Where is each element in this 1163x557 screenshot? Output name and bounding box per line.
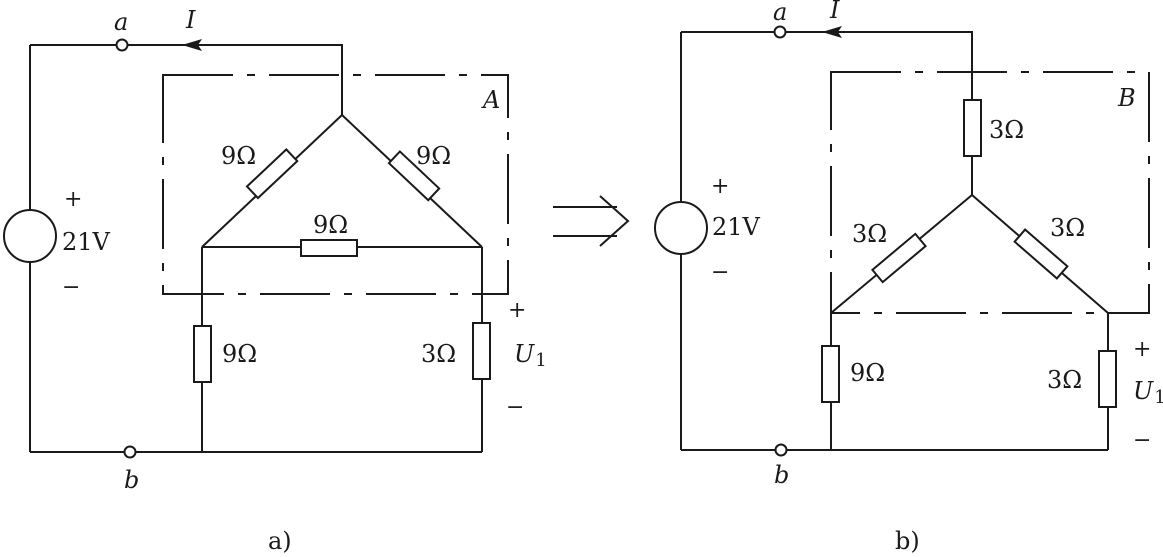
current-arrow-a bbox=[182, 39, 202, 51]
terminal-label-b: b bbox=[124, 466, 139, 494]
network-box-b bbox=[830, 71, 1150, 314]
terminal-node-b-b bbox=[774, 443, 788, 457]
u1-symbol-a: U bbox=[514, 340, 535, 368]
network-label-a: A bbox=[481, 86, 500, 114]
terminal-node-a bbox=[115, 38, 129, 52]
u1-subscript-b: 1 bbox=[1154, 387, 1163, 408]
u1-plus-a: + bbox=[508, 298, 526, 323]
double-right-arrow-icon bbox=[553, 195, 630, 247]
resistor-star-left bbox=[870, 232, 928, 284]
current-label-a: I bbox=[185, 6, 196, 34]
star-right-label: 3Ω bbox=[1050, 214, 1085, 242]
caption-b: b) bbox=[895, 527, 920, 555]
network-label-b: B bbox=[1117, 84, 1136, 112]
circuit-b: a I B + 21V − 3Ω 3Ω 3Ω 9Ω 3Ω + U1 − b b) bbox=[654, 0, 1163, 555]
delta-bottom-label: 9Ω bbox=[313, 211, 348, 239]
terminal-label-b-b: b bbox=[774, 461, 789, 489]
voltage-source-b bbox=[654, 201, 708, 255]
voltage-source-a bbox=[3, 209, 57, 263]
resistor-a-left bbox=[193, 325, 212, 383]
source-value-a: 21V bbox=[62, 228, 111, 256]
wire-a-top bbox=[30, 44, 343, 115]
star-left-label: 3Ω bbox=[852, 220, 887, 248]
source-plus-b: + bbox=[711, 174, 729, 199]
resistor-a-right bbox=[472, 322, 491, 380]
caption-a: a) bbox=[268, 527, 292, 555]
current-arrow-b bbox=[822, 26, 842, 38]
resistor-b-left-label: 9Ω bbox=[850, 359, 885, 387]
source-minus-b: − bbox=[711, 260, 729, 285]
current-label-b: I bbox=[829, 0, 840, 24]
resistor-b-left bbox=[821, 345, 840, 403]
network-box-a bbox=[162, 74, 509, 295]
terminal-node-b bbox=[123, 445, 137, 459]
source-value-b: 21V bbox=[712, 213, 761, 241]
delta-right-label: 9Ω bbox=[416, 142, 451, 170]
u1-label-b: U1 bbox=[1133, 377, 1163, 408]
u1-minus-b: − bbox=[1133, 428, 1151, 453]
u1-subscript-a: 1 bbox=[535, 350, 546, 371]
circuit-a: a I A + 21V − 9Ω 9Ω 9Ω 9Ω 3Ω + U1 − b a) bbox=[3, 6, 547, 555]
u1-label-a: U1 bbox=[514, 340, 547, 371]
u1-symbol-b: U bbox=[1133, 377, 1154, 405]
delta-left-label: 9Ω bbox=[221, 142, 256, 170]
source-plus-a: + bbox=[64, 187, 82, 212]
terminal-label-b-a: a bbox=[773, 0, 787, 26]
resistor-b-right bbox=[1098, 350, 1117, 408]
resistor-delta-left bbox=[245, 148, 299, 200]
resistor-star-right bbox=[1013, 228, 1069, 280]
star-top-label: 3Ω bbox=[989, 116, 1024, 144]
resistor-delta-bottom bbox=[300, 239, 358, 257]
resistor-a-left-label: 9Ω bbox=[222, 340, 257, 368]
wire-b-top bbox=[681, 31, 973, 195]
resistor-a-right-label: 3Ω bbox=[421, 340, 456, 368]
u1-plus-b: + bbox=[1133, 337, 1151, 362]
source-minus-a: − bbox=[62, 275, 80, 300]
resistor-star-top bbox=[963, 99, 982, 157]
resistor-b-right-label: 3Ω bbox=[1047, 366, 1082, 394]
resistor-delta-right bbox=[387, 150, 441, 202]
terminal-label-a: a bbox=[114, 8, 128, 36]
terminal-node-b-a bbox=[773, 25, 787, 39]
u1-minus-a: − bbox=[506, 395, 524, 420]
